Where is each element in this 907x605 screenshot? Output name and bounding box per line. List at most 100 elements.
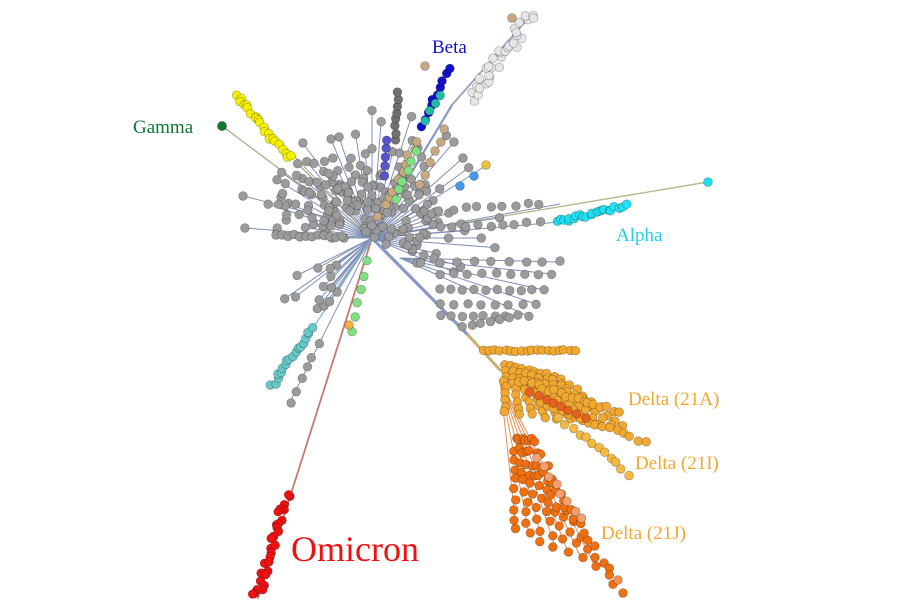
tip-node-gray <box>461 202 472 212</box>
tip-node-delta-21a <box>514 409 524 419</box>
tip-node-teal <box>420 116 430 126</box>
branch-gray <box>296 237 373 276</box>
tip-node-gray <box>490 300 500 310</box>
tip-node-orange <box>344 320 354 330</box>
tip-node-delta-21i <box>553 412 563 423</box>
tip-node-gray <box>362 197 373 207</box>
tip-node-gray <box>307 212 317 223</box>
tip-node-delta-21i <box>581 413 591 423</box>
tip-node-delta-21j <box>529 436 540 447</box>
tip-node-gray <box>416 152 427 162</box>
tip-node-gray <box>435 269 445 280</box>
branch-gray <box>304 226 373 239</box>
tip-node-gray <box>382 207 393 217</box>
tip-node-purple <box>380 161 390 171</box>
clade-label-alpha: Alpha <box>616 225 663 246</box>
tip-node-gray <box>419 250 429 260</box>
tip-node-gray <box>475 318 485 328</box>
tip-node-delta-21j <box>579 528 589 538</box>
tip-node-gray <box>334 132 344 142</box>
tip-node-gray <box>513 310 523 320</box>
tip-node-delta-21j <box>570 506 581 517</box>
tip-node-gray <box>367 220 377 231</box>
tip-node-tan <box>436 137 446 147</box>
tip-node-gray <box>436 310 446 321</box>
tip-node-gray <box>469 256 480 266</box>
tip-node-gray <box>486 256 496 267</box>
tip-node-gray <box>345 206 355 216</box>
tip-node-tan <box>430 146 440 156</box>
tip-node-dark-gray <box>392 87 403 97</box>
tip-node-delta-21i <box>534 391 544 401</box>
tip-node-gray <box>312 177 322 187</box>
tip-node-green <box>403 166 414 176</box>
node-layer <box>217 10 713 599</box>
tip-node-gray <box>447 222 457 232</box>
tip-node-delta-21j <box>562 496 572 506</box>
tip-node-gray <box>381 239 391 250</box>
tip-node-white <box>520 11 530 21</box>
tip-node-delta-21i <box>556 401 566 411</box>
tip-node-delta-21j <box>551 502 561 512</box>
tip-node-gray <box>363 182 373 192</box>
tip-node-gray <box>324 296 335 307</box>
tip-node-delta-21a <box>614 407 624 417</box>
tip-node-white <box>494 62 505 73</box>
tip-node-green <box>356 284 366 295</box>
tip-node-delta-21j <box>535 536 545 547</box>
tip-node-gray <box>457 311 468 322</box>
tip-node-delta-21j <box>535 526 545 536</box>
tip-node-tan <box>420 170 430 180</box>
tip-node-delta-21j <box>511 495 521 505</box>
tip-node-delta-21j <box>525 478 535 488</box>
tip-node-gray <box>263 199 273 209</box>
tip-node-gray <box>309 158 319 169</box>
tip-node-gray <box>332 210 342 221</box>
tip-node-gray <box>422 199 433 210</box>
tip-node-green <box>350 312 360 322</box>
tip-node-gray <box>355 160 366 171</box>
tip-node-delta-21i <box>587 438 597 449</box>
tip-node-gray <box>471 201 482 212</box>
tip-node-gray <box>486 202 497 212</box>
tip-node-gray <box>344 162 354 172</box>
clade-label-beta: Beta <box>432 37 467 58</box>
tip-node-gray <box>326 221 336 231</box>
tip-node-gray <box>449 205 459 215</box>
tip-node-delta-21j <box>518 474 528 485</box>
tip-node-gray <box>273 199 284 210</box>
tip-node-teal <box>424 105 435 116</box>
tip-node-white <box>474 74 484 84</box>
tip-node-gray <box>468 311 479 321</box>
tip-node-gamma <box>286 151 296 161</box>
tip-node-gray <box>238 191 248 201</box>
tip-node-delta-21j <box>522 497 533 507</box>
tip-node-delta-21j <box>590 552 600 563</box>
tip-node-gray <box>449 300 459 310</box>
tip-node-delta-21a <box>527 409 537 419</box>
tip-node-gray <box>294 209 304 220</box>
tip-node-gray <box>509 220 519 230</box>
tip-node-alpha <box>703 177 713 187</box>
tip-node-gray <box>533 270 544 280</box>
tip-node-gray <box>326 271 336 282</box>
tip-node-gray <box>449 137 459 147</box>
tip-node-delta-21j <box>571 538 582 548</box>
tip-node-gray <box>415 258 426 268</box>
tip-node-gray <box>458 153 468 163</box>
tip-node-gray <box>325 263 335 273</box>
tip-node-omicron <box>283 490 294 500</box>
tip-node-delta-21j <box>534 480 544 491</box>
tip-node-gray <box>535 217 546 227</box>
tip-node-gray <box>318 281 329 292</box>
tip-node-gray <box>494 314 505 325</box>
tip-node-gray <box>376 116 386 127</box>
tip-node-gray <box>292 270 302 281</box>
tip-node-gray <box>362 204 373 215</box>
tip-node-gray <box>523 198 534 209</box>
tip-node-delta-21i <box>633 436 643 446</box>
tip-node-gray <box>314 339 325 349</box>
tip-node-white <box>483 61 494 72</box>
tip-node-delta-21j <box>541 506 552 517</box>
tip-node-gray <box>469 284 479 295</box>
